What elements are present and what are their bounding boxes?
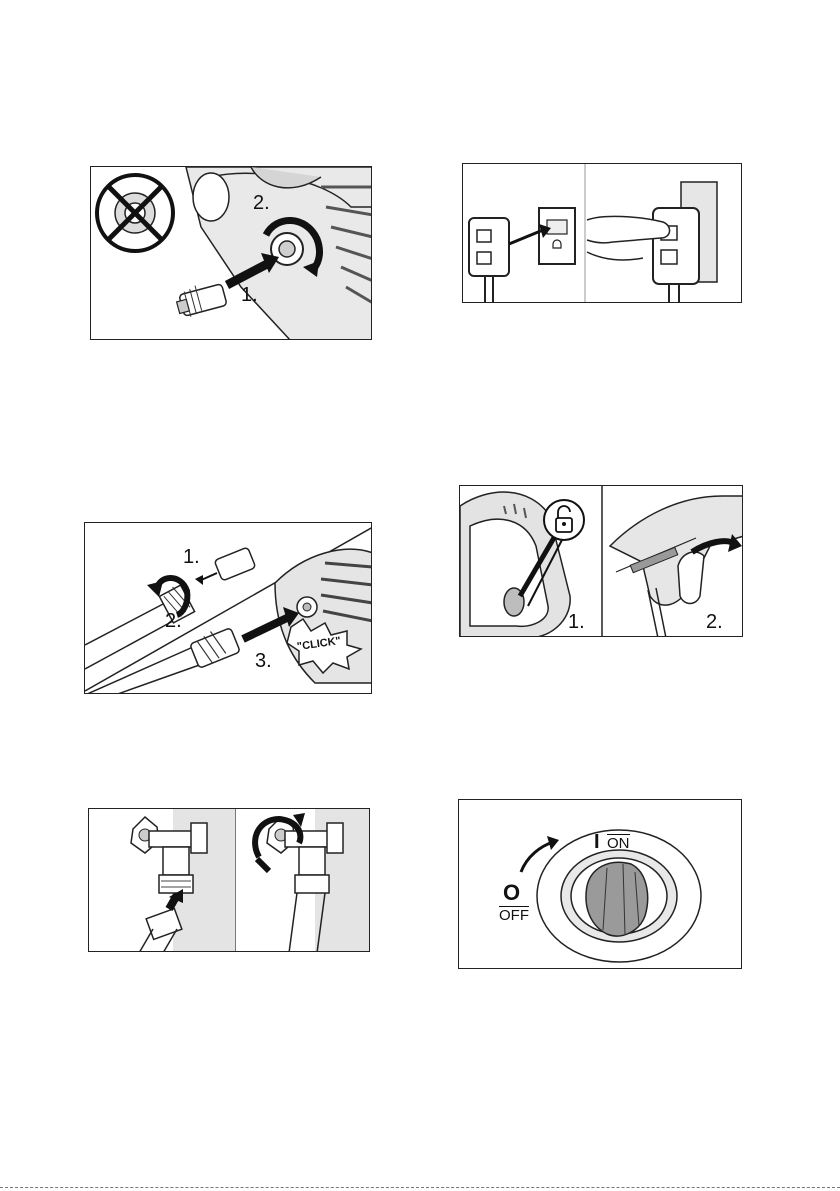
figure-gun-unlock: 1. 2.	[459, 485, 743, 637]
hose-to-unit-illustration	[91, 167, 372, 340]
figure-tap-connect	[88, 808, 370, 952]
page-bottom-rule	[0, 1187, 840, 1188]
on-symbol: I	[594, 832, 600, 852]
quick-connector-illustration	[85, 523, 372, 694]
switch-dial-illustration	[459, 800, 742, 969]
step-label-1: 1.	[183, 547, 200, 567]
tap-connect-illustration	[89, 809, 370, 952]
on-text: ON	[607, 834, 630, 851]
step-label-1: 1.	[241, 285, 258, 305]
figure-on-off-switch: I ON O OFF	[458, 799, 742, 969]
off-symbol: O	[503, 882, 520, 904]
step-label-1: 1.	[568, 612, 585, 632]
off-text: OFF	[499, 906, 529, 923]
gun-unlock-illustration	[460, 486, 743, 637]
step-label-2: 2.	[165, 611, 182, 631]
figure-quick-connector: 1. 2. 3. "CLICK"	[84, 522, 372, 694]
power-plug-illustration	[463, 164, 742, 303]
step-label-2: 2.	[706, 612, 723, 632]
step-label-2: 2.	[253, 193, 270, 213]
figure-power-plug	[462, 163, 742, 303]
figure-hose-to-unit: 1. 2.	[90, 166, 372, 340]
step-label-3: 3.	[255, 651, 272, 671]
